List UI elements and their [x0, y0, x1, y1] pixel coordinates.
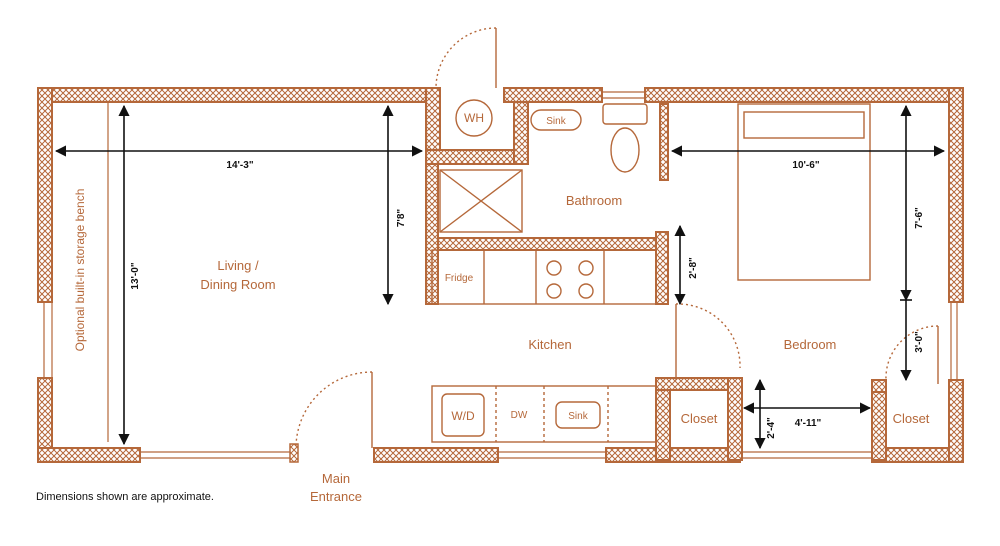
dim-label-living-width: 14'-3" [226, 160, 253, 171]
bed-pillow [743, 111, 865, 139]
stove-burner [546, 283, 562, 299]
wall-bottom-right [605, 447, 741, 463]
kitchen-sink [555, 401, 601, 429]
label-dishwasher: DW [511, 410, 528, 421]
wall-closet-right-top [871, 379, 887, 393]
dim-label-counter-depth: 2'-8" [688, 257, 699, 279]
dim-label-hall-depth: 2'-4" [766, 417, 777, 439]
stove-burner [578, 283, 594, 299]
wall-left-upper [37, 87, 53, 303]
room-label-dining: Dining Room [200, 277, 275, 292]
dimension-lines [54, 104, 946, 450]
dim-label-hall-width: 4'-11" [795, 418, 822, 429]
dim-label-living-depth: 13'-0" [130, 262, 141, 289]
dim-label-bedroom-depth: 7'-6" [914, 207, 925, 229]
wall-top-left [37, 87, 439, 103]
wall-bottom-left [37, 447, 141, 463]
kitchen-fixtures [431, 249, 657, 443]
dim-label-bedroom-width: 10'-6" [792, 160, 819, 171]
entrance-label-entrance: Entrance [310, 489, 362, 504]
entrance-label-main: Main [322, 471, 350, 486]
closet-door-swing [885, 325, 939, 381]
label-bath-sink: Sink [546, 116, 566, 127]
dim-label-kitchen-height: 7'8" [396, 209, 407, 228]
bed [737, 103, 871, 281]
label-water-heater: WH [464, 111, 484, 125]
wall-wh-closet-bottom [425, 149, 529, 165]
walls [37, 87, 964, 463]
entrance-door-swing [295, 371, 373, 449]
label-storage-bench: Optional built-in storage bench [73, 189, 87, 352]
wall-top-right [644, 87, 964, 103]
dim-label-closet-gap: 3'-0" [914, 331, 925, 353]
room-label-living: Living / [217, 258, 259, 273]
stove-burner [578, 260, 594, 276]
bed-frame [737, 103, 871, 281]
kitchen-counter-top [431, 249, 657, 305]
bath-fixtures [439, 99, 648, 233]
toilet-bowl [610, 127, 640, 173]
toilet-tank [602, 103, 648, 125]
washer-dryer [441, 393, 485, 437]
windows [43, 91, 958, 459]
doors [295, 27, 939, 449]
stove-burner [546, 260, 562, 276]
wall-closet-left-right [727, 377, 743, 461]
label-washer-dryer: W/D [451, 409, 475, 423]
room-label-kitchen: Kitchen [528, 337, 571, 352]
wall-right-upper [948, 87, 964, 303]
room-label-closet-right: Closet [893, 411, 930, 426]
bath-sink [530, 109, 582, 131]
room-label-bedroom: Bedroom [784, 337, 837, 352]
room-label-closet-left: Closet [681, 411, 718, 426]
wall-bath-bedroom [655, 231, 669, 305]
room-label-bathroom: Bathroom [566, 193, 622, 208]
label-fridge: Fridge [445, 273, 474, 284]
shower [439, 169, 523, 233]
wall-bath-partition [659, 103, 669, 181]
door-post [289, 443, 299, 463]
water-heater [455, 99, 493, 137]
wall-kitchen-counter-top [425, 237, 669, 251]
wh-door-swing [435, 27, 497, 89]
wall-right-lower [948, 379, 964, 463]
approximate-note: Dimensions shown are approximate. [36, 491, 214, 503]
wall-bottom-mid [373, 447, 499, 463]
label-kitchen-sink: Sink [568, 411, 588, 422]
wall-top-bath [503, 87, 603, 103]
bedroom-door-swing [675, 303, 741, 369]
